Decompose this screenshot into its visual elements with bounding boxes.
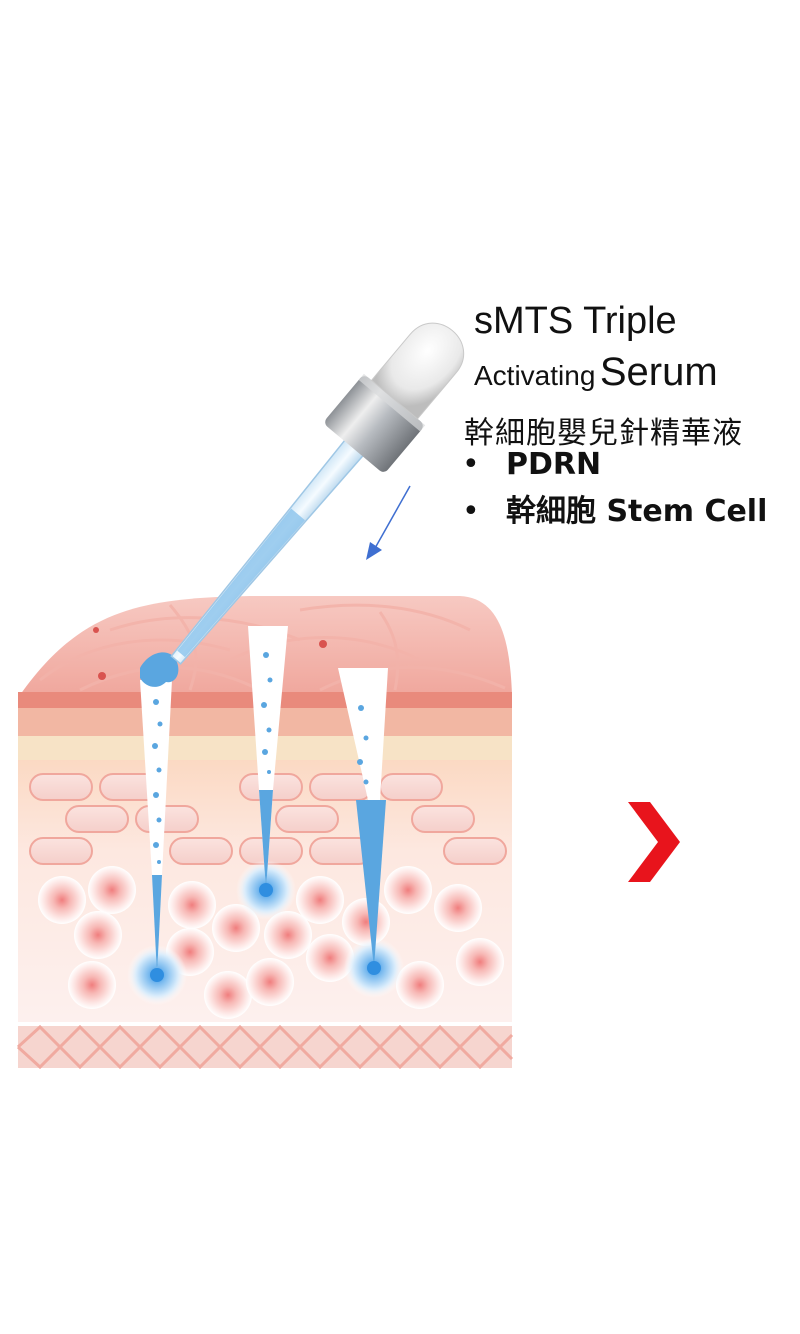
microchannel-3: [338, 668, 388, 975]
bullet-marker: •: [462, 447, 480, 482]
down-left-arrow-icon: [366, 485, 411, 560]
ingredient-bullet-pdrn: • PDRN: [462, 447, 601, 482]
serum-drop: [140, 652, 179, 687]
chevron-right-icon[interactable]: [628, 802, 680, 882]
bullet-marker: •: [462, 494, 480, 529]
fat-cells: [38, 866, 504, 1019]
ingredient-label: PDRN: [506, 447, 602, 482]
microchannel-2: [248, 626, 288, 897]
product-subtitle-chinese: 幹細胞嬰兒針精華液: [464, 416, 743, 451]
mesh-layer: [18, 1026, 512, 1068]
microchannel-1: [140, 680, 172, 982]
dropper-icon: [170, 322, 464, 665]
product-title-activating: Activating: [474, 360, 596, 391]
ingredient-label: 幹細胞 Stem Cell: [506, 494, 768, 529]
product-title-line2: Activating Serum: [474, 350, 718, 395]
product-title-serum: Serum: [599, 350, 718, 394]
product-title-line1: sMTS Triple: [474, 300, 677, 342]
ingredient-bullet-stem-cell: • 幹細胞 Stem Cell: [462, 486, 767, 530]
